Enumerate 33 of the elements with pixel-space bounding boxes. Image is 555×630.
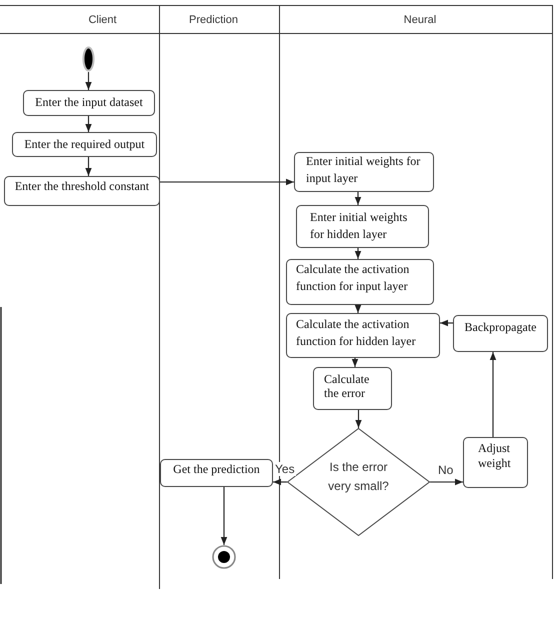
action-box: Enter the threshold constant <box>4 176 160 206</box>
action-box: Calculate the activation function for input layer <box>286 259 434 305</box>
action-box: Get the prediction <box>160 459 273 487</box>
arrow <box>355 410 362 428</box>
arrow <box>352 358 358 367</box>
arrow <box>440 320 453 326</box>
arrow <box>354 192 362 205</box>
action-box: Enter initial weights for hidden layer <box>296 205 429 248</box>
swimlane <box>0 5 160 589</box>
start-node-icon <box>82 46 95 72</box>
arrow <box>85 116 92 132</box>
edge-label: No <box>437 463 454 477</box>
arrow <box>490 352 496 437</box>
action-box: Calculate the activation function for hidden layer <box>286 313 440 358</box>
arrow <box>430 478 463 486</box>
action-box: Adjust weight <box>463 437 528 488</box>
arrow <box>354 305 362 313</box>
arrow <box>220 487 228 545</box>
end-node-icon <box>212 545 236 569</box>
arrow <box>85 72 92 90</box>
arrow <box>160 178 294 186</box>
arrow <box>85 157 92 176</box>
lane-title: Prediction <box>189 14 238 26</box>
arrow <box>273 478 287 486</box>
action-box: Backpropagate <box>453 315 548 352</box>
action-box: Calculate the error <box>313 367 392 410</box>
action-box: Enter the required output <box>12 132 157 157</box>
lane-title: Client <box>88 14 117 26</box>
action-box: Enter initial weights for input layer <box>294 152 434 192</box>
lane-title: Neural <box>404 14 436 26</box>
action-box: Enter the input dataset <box>23 90 155 116</box>
edge-label: Yes <box>274 462 296 476</box>
arrow <box>354 248 362 259</box>
